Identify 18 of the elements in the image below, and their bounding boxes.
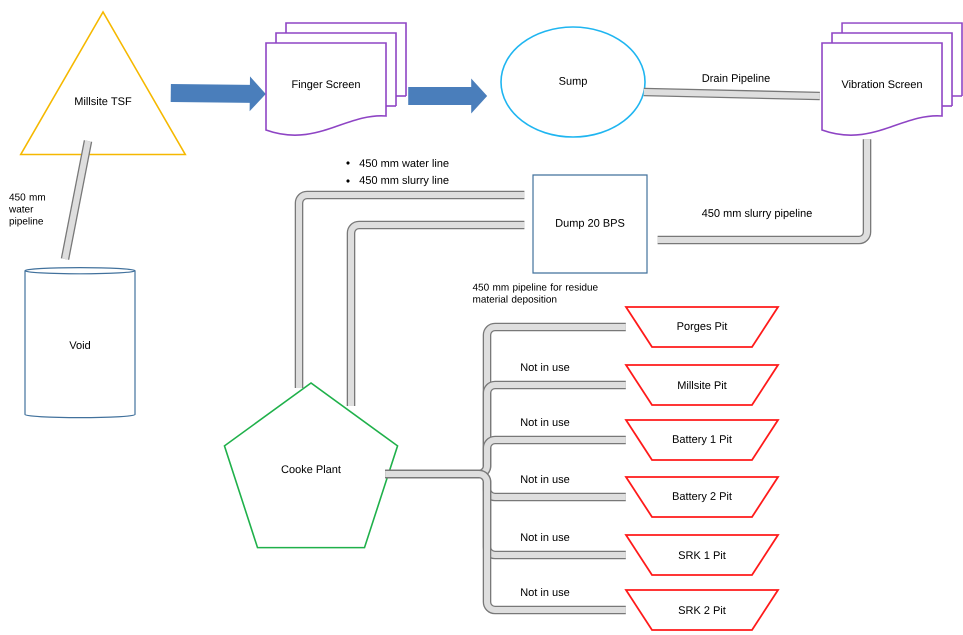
edge-label: 450 mm water pipeline [8, 193, 45, 227]
edge-label: Drain Pipeline [702, 74, 770, 84]
pipe [658, 139, 872, 244]
pipe [385, 470, 626, 614]
edge-label: Not in use [521, 474, 570, 484]
pipe [346, 220, 524, 406]
pipe [60, 140, 92, 260]
pipe [294, 190, 524, 388]
pipe [644, 88, 820, 100]
edge-label: 450 mm slurry pipeline [702, 208, 812, 220]
edge-label: Not in use [521, 588, 570, 596]
process-box: Dump 20 BPS [532, 174, 648, 274]
bullet-item: 450 mm slurry line [346, 176, 449, 186]
edge-label: Not in use [521, 362, 570, 372]
edge-label: 450 mm pipeline for residue material deposition [472, 283, 598, 305]
edge-label: Not in use [521, 532, 570, 542]
bullet-item: 450 mm water line [346, 158, 449, 168]
edge-label: Not in use [521, 418, 570, 426]
